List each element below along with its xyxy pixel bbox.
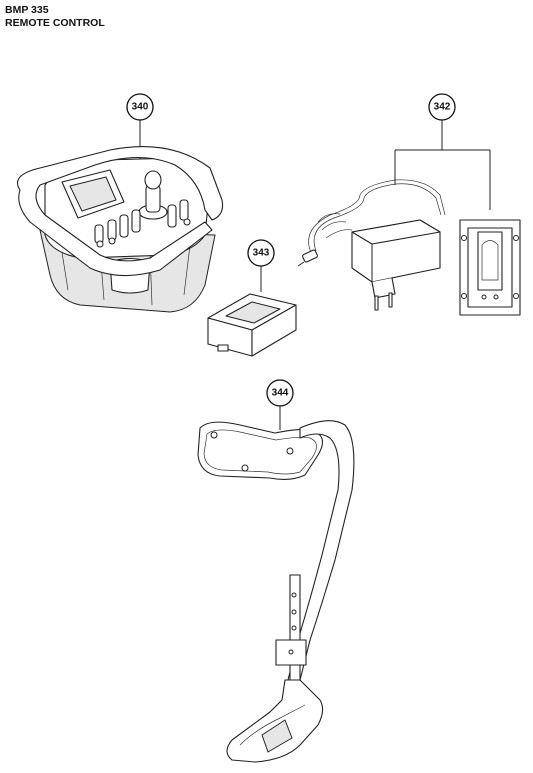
- callout-label-344: 344: [272, 388, 289, 399]
- page-header: BMP 335 REMOTE CONTROL: [5, 4, 105, 30]
- callout-342: 342: [394, 93, 491, 210]
- wall-bracket: [459, 219, 521, 316]
- carrying-strap: [197, 420, 355, 763]
- section-title: REMOTE CONTROL: [5, 17, 105, 29]
- callout-label-342: 342: [434, 102, 451, 113]
- model-title: BMP 335: [5, 4, 49, 16]
- callout-343: 343: [247, 239, 275, 292]
- callout-label-340: 340: [132, 102, 149, 113]
- callout-344: 344: [266, 379, 294, 430]
- battery-pack: [207, 293, 297, 357]
- battery-charger: [297, 179, 446, 311]
- callout-label-343: 343: [253, 248, 270, 259]
- remote-control-unit: [16, 146, 224, 313]
